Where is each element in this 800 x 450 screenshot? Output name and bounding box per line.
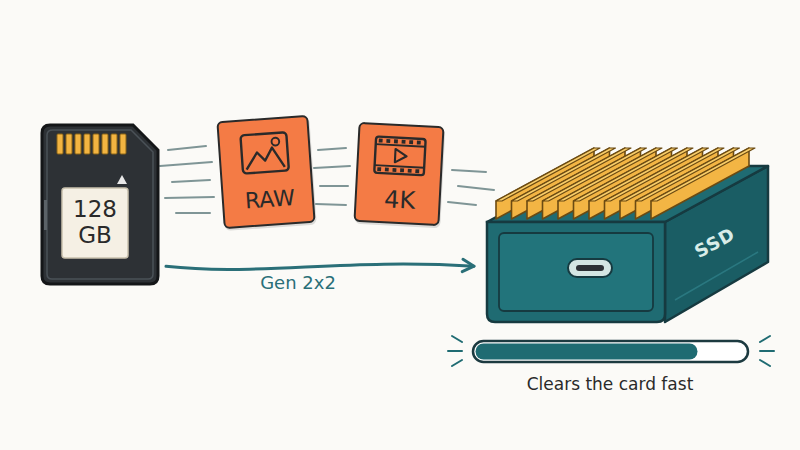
sd-card-shape-part — [42, 125, 158, 284]
file-type-label: RAW — [223, 179, 317, 221]
video-4k-tile-shape-part — [409, 140, 413, 144]
video-4k-tile-shape-part — [392, 168, 396, 172]
sd-card-shape-part — [47, 130, 153, 279]
ssd-enclosure-shape-part — [651, 148, 755, 201]
card-capacity: 128 GB — [62, 188, 128, 258]
sd-card-shape-part — [66, 134, 72, 154]
speed-line — [168, 146, 206, 150]
video-4k-tile-shape-part — [375, 165, 425, 168]
file-type-label: 4K — [356, 180, 444, 220]
tick-mark — [760, 336, 770, 342]
ssd-enclosure-shape-part — [499, 233, 653, 311]
video-4k-tile-shape-part — [377, 167, 381, 171]
speed-line — [320, 185, 348, 187]
raw-photo-tile-shape-part — [245, 147, 285, 170]
sd-card-shape-part — [84, 134, 90, 154]
speed-line — [160, 162, 212, 166]
speed-line — [318, 148, 346, 150]
sd-card-shape-part — [93, 134, 99, 154]
sd-card-shape-part — [102, 134, 108, 154]
progress-bar — [473, 341, 748, 362]
video-4k-tile-shape-part — [402, 140, 406, 144]
progress-track — [473, 341, 748, 362]
tick-mark — [760, 360, 770, 366]
speed-line — [176, 212, 210, 214]
ssd-enclosure-shape-part — [487, 222, 665, 322]
raw-photo-tile-shape-part — [271, 138, 279, 146]
progress-fill — [476, 344, 698, 360]
speed-line — [165, 197, 214, 198]
sd-card-shape-part — [44, 200, 47, 230]
ssd-enclosure-shape — [480, 110, 775, 330]
video-4k-tile-shape-part — [394, 139, 398, 143]
tick-mark — [760, 350, 774, 352]
caption-note: Clears the card fast — [527, 374, 694, 394]
speed-line — [314, 166, 350, 168]
tick-mark — [448, 350, 462, 352]
ssd-enclosure: SSD — [480, 110, 775, 330]
video-4k-tile-shape-part — [374, 137, 425, 176]
sd-card: 128 GB — [40, 122, 162, 286]
arrow-head — [462, 259, 474, 271]
video-4k-tile-shape-part — [386, 139, 390, 143]
transfer-arrow — [166, 264, 474, 269]
raw-photo-tile: RAW — [216, 115, 315, 229]
speed-line — [448, 202, 476, 205]
video-4k-tile-shape-part — [415, 169, 419, 173]
video-4k-tile-shape-part — [395, 149, 407, 163]
tick-mark — [452, 336, 462, 342]
tick-mark — [452, 360, 462, 366]
sd-card-shape-part — [75, 134, 81, 154]
progress-ticks — [448, 336, 774, 366]
speed-line — [452, 170, 486, 172]
ssd-enclosure-shape-part — [675, 252, 758, 300]
video-4k-tile-shape-part — [417, 141, 421, 145]
raw-photo-tile-shape-part — [240, 132, 288, 173]
ssd-enclosure-shape-part — [576, 265, 604, 271]
video-4k-tile-shape-part — [400, 168, 404, 172]
speed-lines — [160, 146, 494, 213]
video-4k-tile: 4K — [353, 122, 444, 226]
sd-card-shape-part — [62, 188, 128, 258]
video-4k-tile-shape-part — [385, 168, 389, 172]
speed-line — [458, 186, 494, 190]
speed-line — [316, 204, 346, 205]
ssd-enclosure-shape-part — [568, 259, 612, 277]
video-4k-tile-shape-part — [408, 169, 412, 173]
sd-card-shape-part — [111, 134, 117, 154]
speed-line — [172, 180, 210, 182]
sd-card-shape-part — [117, 175, 127, 184]
video-4k-tile-shape-part — [379, 139, 383, 143]
edge-label: Gen 2x2 — [260, 272, 336, 293]
video-4k-tile-shape-part — [376, 144, 426, 147]
sd-card-shape-part — [57, 134, 63, 154]
sd-card-shape-part — [120, 134, 126, 154]
